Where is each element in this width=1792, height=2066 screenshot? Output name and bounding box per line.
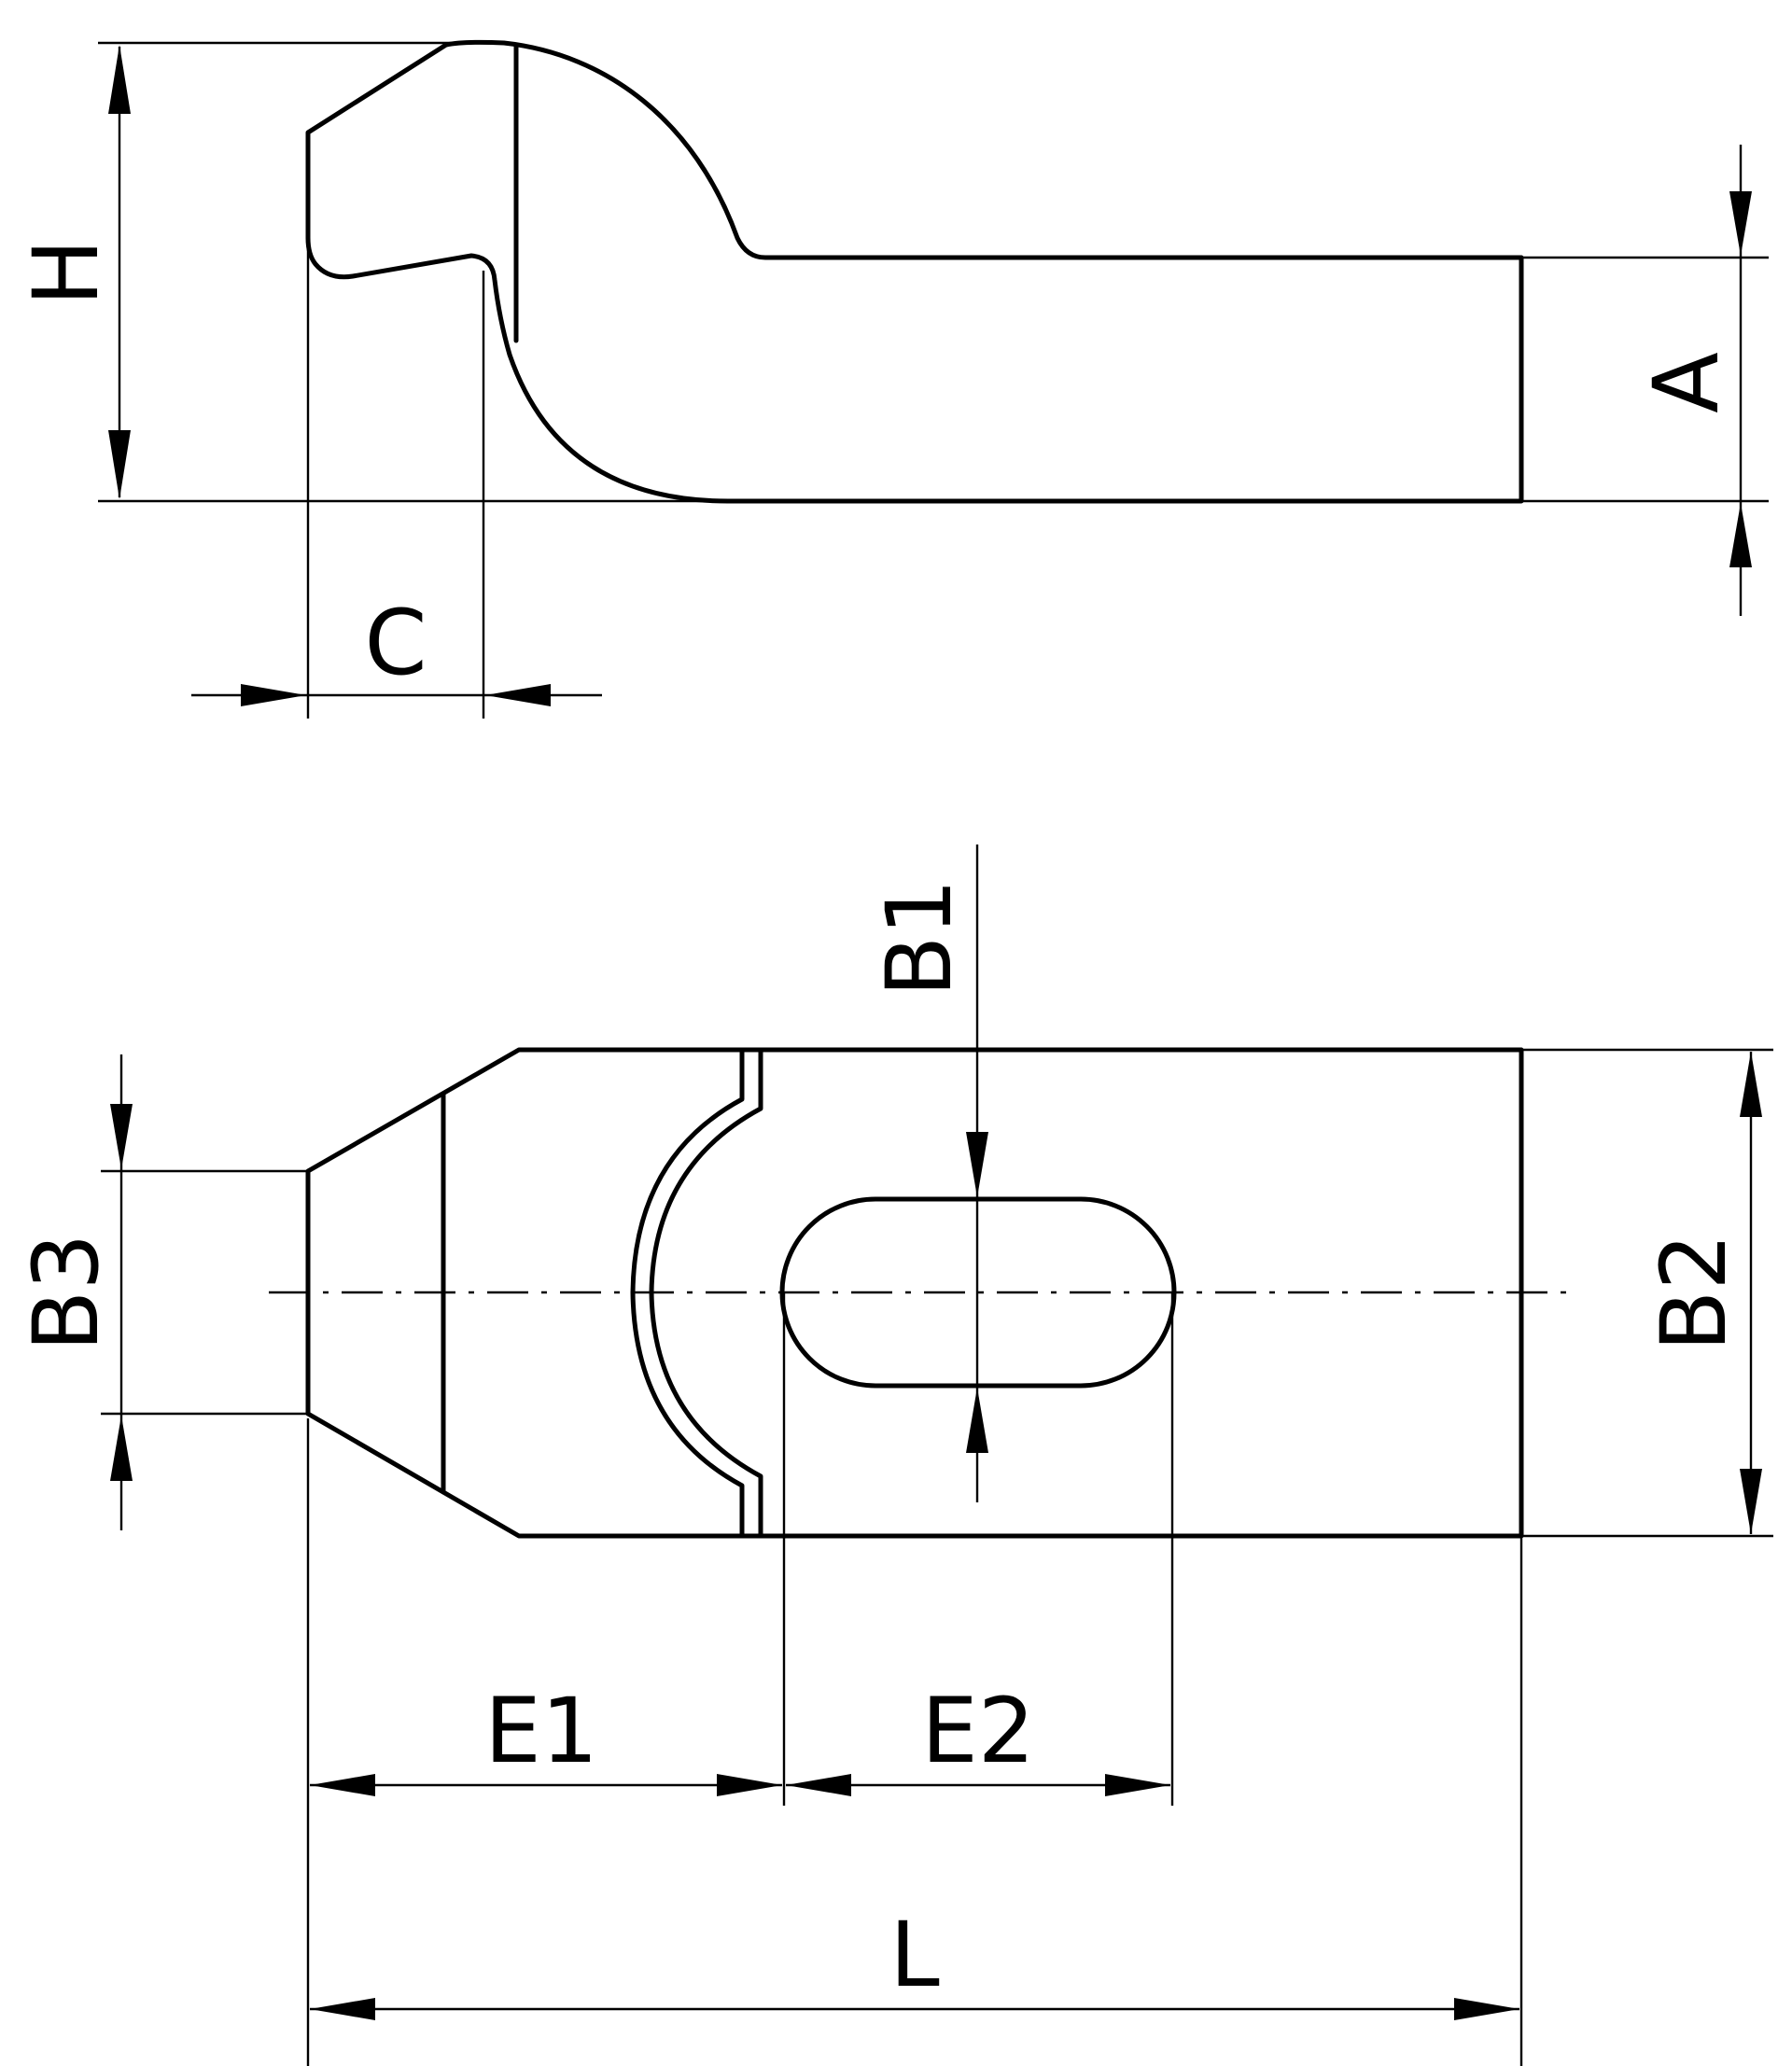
dimension-b1-label: B1 — [867, 879, 972, 998]
dimension-a-label: A — [1634, 352, 1739, 413]
dimension-e1: E1 — [310, 1679, 782, 1796]
dimension-b2: B2 — [1642, 1052, 1762, 1534]
dimension-e2-label: E2 — [921, 1679, 1035, 1783]
dimension-e1-label: E1 — [484, 1679, 598, 1783]
side-view: H A C — [14, 39, 1769, 719]
dimension-c: C — [191, 591, 602, 706]
dimension-c-label: C — [364, 591, 427, 695]
side-view-outline — [305, 39, 1524, 504]
dimension-b1: B1 — [867, 845, 988, 1502]
top-view: B1 B2 B3 E1 E2 — [14, 845, 1773, 2066]
dimension-e2: E2 — [786, 1679, 1170, 1796]
dimension-l-label: L — [889, 1903, 939, 2007]
dimension-a: A — [1634, 145, 1752, 616]
dimension-b3-label: B3 — [14, 1234, 119, 1352]
dimension-h: H — [14, 45, 131, 499]
dimension-b2-label: B2 — [1642, 1234, 1746, 1352]
dimension-b3: B3 — [14, 1054, 133, 1530]
dimension-h-label: H — [14, 239, 119, 306]
dimension-l: L — [310, 1903, 1519, 2020]
